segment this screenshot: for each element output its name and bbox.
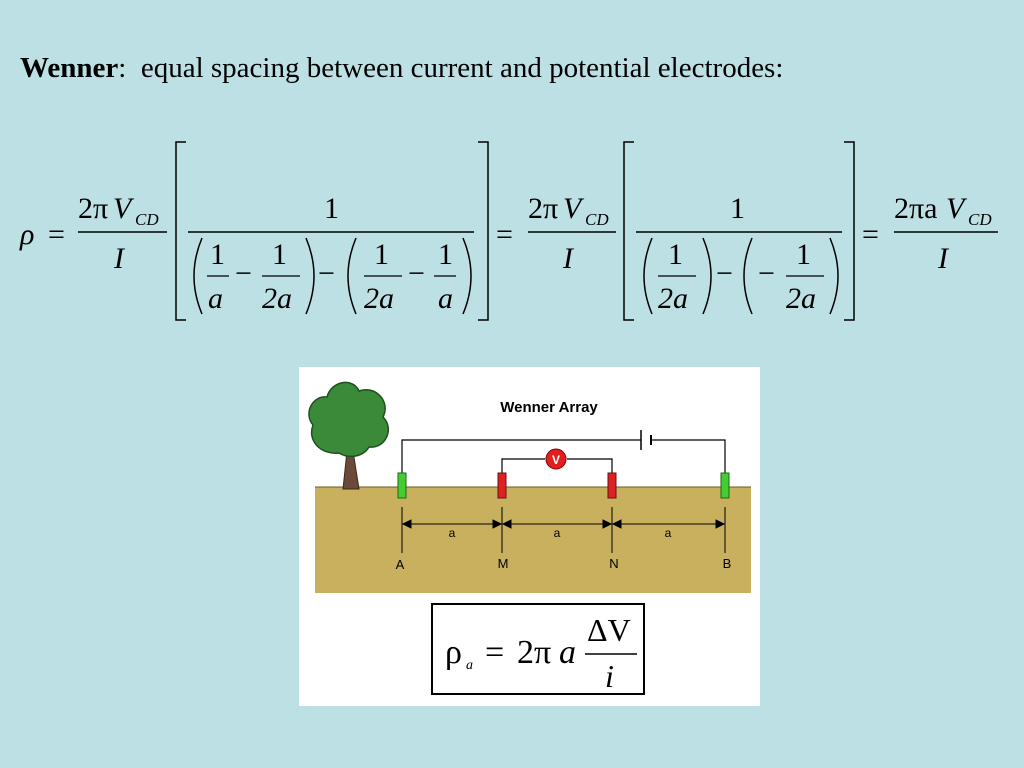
electrode-m [497, 472, 507, 499]
wenner-array-diagram: Wenner Array V [308, 381, 751, 593]
electrode-label-n: N [609, 556, 618, 571]
eq-cd-3: CD [968, 210, 992, 229]
electrode-label-a: A [396, 557, 405, 572]
eq-v-1: V [113, 192, 135, 225]
current-wire-right [651, 439, 726, 473]
eq-one-e: 1 [668, 238, 683, 271]
eq-bracket-right-2 [844, 141, 855, 321]
eq-one-f: 1 [796, 238, 811, 271]
diagram-title: Wenner Array [500, 399, 598, 416]
eq-equals-3: = [862, 218, 879, 251]
eq-2a-2: 2a [364, 282, 394, 315]
apparent-resistivity-formula: ρ a = 2π a ΔV i [431, 603, 645, 695]
electrode-a [397, 472, 407, 499]
eq-one-a: 1 [210, 238, 225, 271]
eq-2a-3: 2a [658, 282, 688, 315]
eq-one-c: 1 [374, 238, 389, 271]
formula-rho: ρ [445, 634, 462, 671]
eq-cd-1: CD [135, 210, 159, 229]
eq-paren-close-3 [702, 237, 712, 315]
eq-paren-open-3 [643, 237, 653, 315]
electrode-b [720, 472, 730, 499]
eq-paren-open-2 [347, 237, 357, 315]
eq-2a-1: 2a [262, 282, 292, 315]
eq-bracket-left-2 [623, 141, 634, 321]
electrode-guides [401, 507, 726, 553]
eq-paren-open-1 [193, 237, 203, 315]
eq-rho: ρ [19, 218, 34, 251]
eq-two-pi-1: 2π [78, 192, 108, 225]
eq-paren-close-4 [829, 237, 839, 315]
eq-bracket-left-1 [175, 141, 186, 321]
wenner-equation: ρ = 2π V CD I 1 1 a − 1 2a − 1 2a − 1 a … [19, 141, 998, 321]
eq-paren-open-4 [743, 237, 753, 315]
formula-denominator: i [605, 658, 614, 693]
electrode-label-m: M [498, 556, 509, 571]
eq-two-pi-a: 2πa [894, 192, 937, 225]
spacing-label-2: a [554, 526, 561, 540]
formula-a: a [559, 634, 576, 671]
soil-layer [315, 487, 751, 593]
potential-wire-left [501, 458, 545, 473]
voltmeter-label: V [552, 453, 560, 467]
eq-two-pi-2: 2π [528, 192, 558, 225]
eq-paren-close-1 [305, 237, 315, 315]
eq-2a-4: 2a [786, 282, 816, 315]
eq-one-main-1: 1 [324, 192, 339, 225]
eq-minus-4: − [716, 257, 733, 290]
formula-subscript: a [466, 658, 473, 673]
eq-equals-2: = [496, 218, 513, 251]
formula-equals: = [485, 634, 504, 671]
electrode-n [607, 472, 617, 499]
voltmeter-icon: V [545, 448, 567, 470]
spacing-label-3: a [665, 526, 672, 540]
battery-icon [640, 430, 652, 450]
eq-cd-2: CD [585, 210, 609, 229]
spacing-arrows [401, 519, 726, 529]
slide-heading: Wenner: equal spacing between current an… [20, 52, 783, 85]
eq-minus-1: − [235, 257, 252, 290]
eq-i-2: I [562, 242, 575, 275]
potential-wire-right [567, 458, 613, 473]
heading-colon: : [118, 52, 127, 84]
heading-term: Wenner [20, 52, 119, 84]
heading-description: equal spacing between current and potent… [140, 52, 784, 84]
spacing-label-1: a [449, 526, 456, 540]
eq-a-1: a [208, 282, 223, 315]
current-wire-left [401, 439, 641, 473]
eq-minus-2: − [318, 257, 335, 290]
eq-one-d: 1 [438, 238, 453, 271]
eq-v-2: V [563, 192, 585, 225]
formula-svg: ρ a = 2π a ΔV i [445, 612, 637, 694]
eq-equals-1: = [48, 218, 65, 251]
eq-one-b: 1 [272, 238, 287, 271]
eq-v-3: V [946, 192, 968, 225]
eq-a-2: a [438, 282, 453, 315]
tree-canopy [308, 381, 389, 458]
electrode-label-b: B [723, 556, 732, 571]
eq-paren-close-2 [462, 237, 472, 315]
eq-minus-3: − [408, 257, 425, 290]
eq-i-1: I [113, 242, 126, 275]
wenner-array-figure: Wenner Array V [299, 367, 760, 706]
formula-numerator: ΔV [587, 612, 631, 648]
tree-icon [308, 381, 389, 490]
eq-one-main-2: 1 [730, 192, 745, 225]
eq-bracket-right-1 [478, 141, 489, 321]
eq-minus-5: − [758, 257, 775, 290]
eq-i-3: I [937, 242, 950, 275]
formula-two-pi: 2π [517, 634, 551, 671]
